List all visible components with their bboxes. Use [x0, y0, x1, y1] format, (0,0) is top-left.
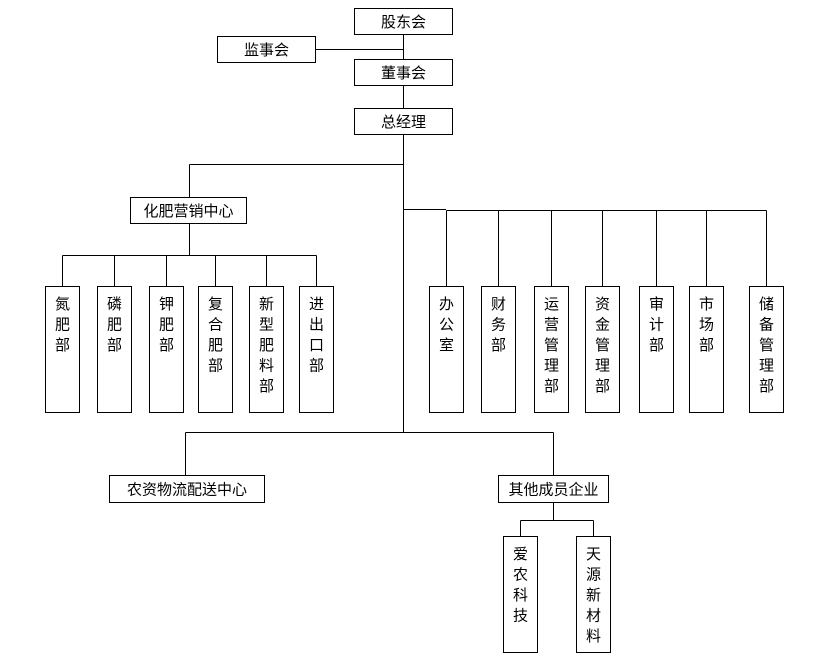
node-phosphate: 磷肥部	[97, 286, 132, 413]
node-tianyuan-materials: 天源新材料	[576, 536, 611, 653]
node-office-label: 办公室	[439, 295, 454, 354]
node-board-label: 董事会	[381, 64, 426, 82]
node-potash: 钾肥部	[149, 286, 184, 413]
node-import-export-label: 进出口部	[309, 295, 324, 375]
node-nitrogen: 氮肥部	[45, 286, 80, 413]
node-general-manager: 总经理	[354, 108, 453, 135]
node-member-enterprises-label: 其他成员企业	[508, 481, 598, 499]
node-nitrogen-label: 氮肥部	[55, 295, 70, 354]
node-logistics-center-label: 农资物流配送中心	[127, 481, 247, 499]
node-aino-tech: 爱农科技	[503, 536, 538, 653]
node-market-label: 市场部	[699, 295, 714, 354]
node-funds-label: 资金管理部	[595, 295, 610, 395]
node-audit: 审计部	[639, 286, 674, 413]
node-general-manager-label: 总经理	[381, 113, 426, 131]
node-shareholders: 股东会	[354, 8, 453, 35]
node-member-enterprises: 其他成员企业	[498, 475, 609, 503]
node-finance: 财务部	[481, 286, 516, 413]
node-funds: 资金管理部	[585, 286, 620, 413]
node-potash-label: 钾肥部	[159, 295, 174, 354]
node-supervisors: 监事会	[217, 36, 316, 63]
node-new-fertilizer-label: 新型肥料部	[259, 295, 274, 395]
node-finance-label: 财务部	[491, 295, 506, 354]
node-board: 董事会	[354, 59, 453, 86]
node-import-export: 进出口部	[299, 286, 334, 413]
node-fertilizer-center: 化肥营销中心	[130, 197, 247, 224]
node-shareholders-label: 股东会	[381, 13, 426, 31]
connector-lines	[62, 35, 767, 536]
node-operations-label: 运营管理部	[544, 295, 559, 395]
node-tianyuan-materials-label: 天源新材料	[586, 545, 601, 645]
node-fertilizer-center-label: 化肥营销中心	[143, 202, 233, 220]
node-new-fertilizer: 新型肥料部	[249, 286, 284, 413]
node-phosphate-label: 磷肥部	[107, 295, 122, 354]
node-market: 市场部	[689, 286, 724, 413]
node-compound: 复合肥部	[198, 286, 233, 413]
node-aino-tech-label: 爱农科技	[513, 545, 528, 625]
node-reserve-label: 储备管理部	[759, 295, 774, 395]
node-logistics-center: 农资物流配送中心	[109, 475, 265, 503]
node-supervisors-label: 监事会	[244, 41, 289, 59]
node-operations: 运营管理部	[534, 286, 569, 413]
node-reserve: 储备管理部	[749, 286, 784, 413]
node-compound-label: 复合肥部	[208, 295, 223, 375]
node-audit-label: 审计部	[649, 295, 664, 354]
node-office: 办公室	[429, 286, 464, 413]
